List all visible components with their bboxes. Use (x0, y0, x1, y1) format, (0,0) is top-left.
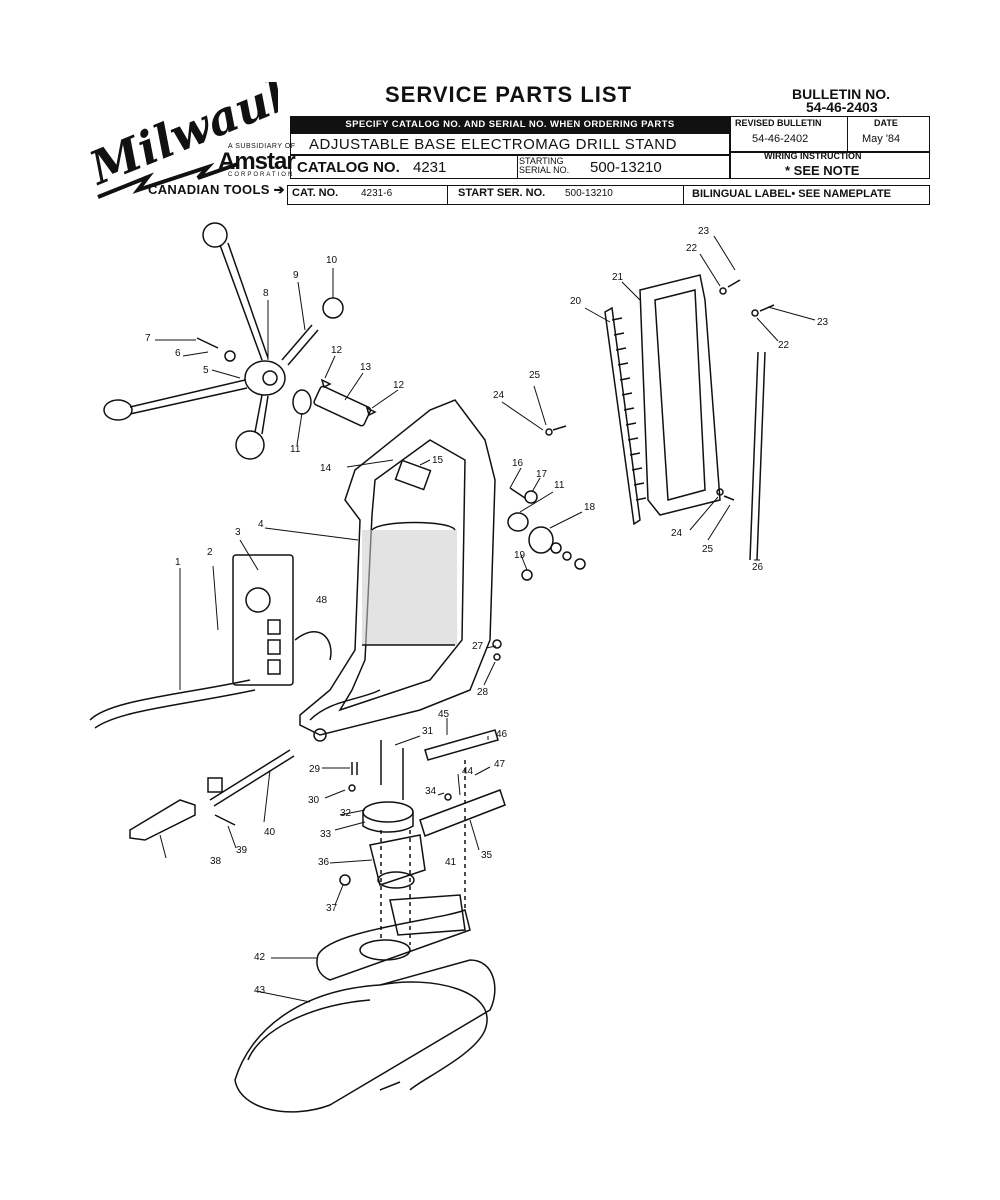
wiring-instruction-value: * SEE NOTE (785, 163, 860, 178)
callout: 23 (817, 317, 829, 328)
bulletin-label: BULLETIN NO. (792, 86, 890, 102)
callout: 48 (316, 595, 328, 606)
catalog-row (290, 155, 730, 179)
callout: 8 (263, 288, 269, 299)
callout: 3 (235, 527, 241, 538)
canadian-start-number: 500-13210 (565, 188, 613, 199)
product-name: ADJUSTABLE BASE ELECTROMAG DRILL STAND (290, 133, 730, 155)
rack-and-slide (604, 274, 775, 561)
callout: 11 (290, 444, 301, 455)
callout: 10 (326, 255, 338, 266)
amstar-corporation-text: CORPORATION (228, 172, 295, 178)
stand-frame (299, 399, 496, 742)
base-assembly (234, 729, 506, 1113)
callout: 29 (309, 764, 321, 775)
callout: 24 (493, 390, 505, 401)
revised-bulletin-number: 54-46-2402 (752, 133, 809, 145)
ordering-instruction-bar: SPECIFY CATALOG NO. AND SERIAL NO. WHEN … (290, 116, 730, 133)
wiring-instruction-box (730, 152, 930, 179)
callout: 38 (210, 856, 222, 867)
callout: 26 (752, 562, 764, 573)
canadian-tools-label: CANADIAN TOOLS ➔ (148, 182, 285, 197)
callout: 16 (512, 458, 524, 469)
callout: 7 (145, 333, 151, 344)
callout: 13 (360, 362, 372, 373)
callout: 11 (554, 480, 565, 491)
callout: 2 (207, 547, 213, 558)
callout: 39 (236, 845, 248, 856)
date-value: May '84 (862, 133, 901, 145)
callout: 28 (477, 687, 489, 698)
callout: 37 (326, 903, 338, 914)
callout: 14 (320, 463, 332, 474)
callout: 22 (686, 243, 698, 254)
bilingual-label-note: BILINGUAL LABEL• SEE NAMEPLATE (692, 188, 892, 200)
leader-lines (155, 235, 816, 1003)
callout: 17 (536, 469, 548, 480)
callout: 24 (671, 528, 683, 539)
callout: 1 (175, 557, 181, 568)
amstar-logo: Amstar (218, 148, 296, 175)
callout: 34 (425, 786, 437, 797)
callout: 18 (584, 502, 596, 513)
callout: 33 (320, 829, 332, 840)
callout: 40 (264, 827, 276, 838)
revised-bulletin-label: REVISED BULLETIN (735, 118, 822, 128)
callout: 45 (438, 709, 450, 720)
canadian-start-label: START SER. NO. (458, 187, 546, 199)
revised-bulletin-box (730, 116, 930, 152)
lightning-bolt-icon (97, 162, 239, 199)
callout: 25 (529, 370, 541, 381)
milwaukee-logo: Milwaukee (88, 82, 278, 199)
callout: 32 (340, 808, 352, 819)
callout: 22 (778, 340, 790, 351)
callout: 35 (481, 850, 493, 861)
bulletin-number: 54-46-2403 (806, 99, 878, 115)
callout: 20 (570, 296, 582, 307)
callout: 12 (393, 380, 405, 391)
catalog-number: 4231 (413, 159, 447, 176)
callout: 19 (514, 550, 526, 561)
callout: 36 (318, 857, 330, 868)
canadian-cat-number: 4231-6 (361, 188, 393, 199)
callout: 41 (445, 857, 457, 868)
callout: 47 (494, 759, 506, 770)
callout: 27 (472, 641, 484, 652)
callout: 42 (254, 952, 266, 963)
callout: 12 (331, 345, 343, 356)
wiring-instruction-label: WIRING INSTRUCTION (764, 151, 862, 161)
canadian-cat-label: CAT. NO. (292, 187, 339, 199)
callout: 5 (203, 365, 209, 376)
slide-hardware (492, 425, 586, 661)
callout: 23 (698, 226, 710, 237)
callout: 21 (612, 272, 624, 283)
adjusting-screw-assembly (129, 749, 295, 841)
catalog-label: CATALOG NO. (297, 159, 400, 176)
date-label: DATE (874, 118, 898, 128)
callout: 9 (293, 270, 299, 281)
callout: 46 (496, 729, 508, 740)
callout: 25 (702, 544, 714, 555)
callout: 4 (258, 519, 264, 530)
starting-serial-number: 500-13210 (590, 159, 662, 176)
callout: 15 (432, 455, 444, 466)
switch-box-and-cord (89, 554, 332, 729)
callout: 44 (462, 766, 474, 777)
page-title: SERVICE PARTS LIST (385, 82, 633, 107)
canadian-tools-row (287, 185, 930, 205)
callout: 43 (254, 985, 266, 996)
callout: 6 (175, 348, 181, 359)
callout: 31 (422, 726, 434, 737)
subsidiary-text: A SUBSIDIARY OF (228, 143, 296, 150)
callout: 30 (308, 795, 320, 806)
